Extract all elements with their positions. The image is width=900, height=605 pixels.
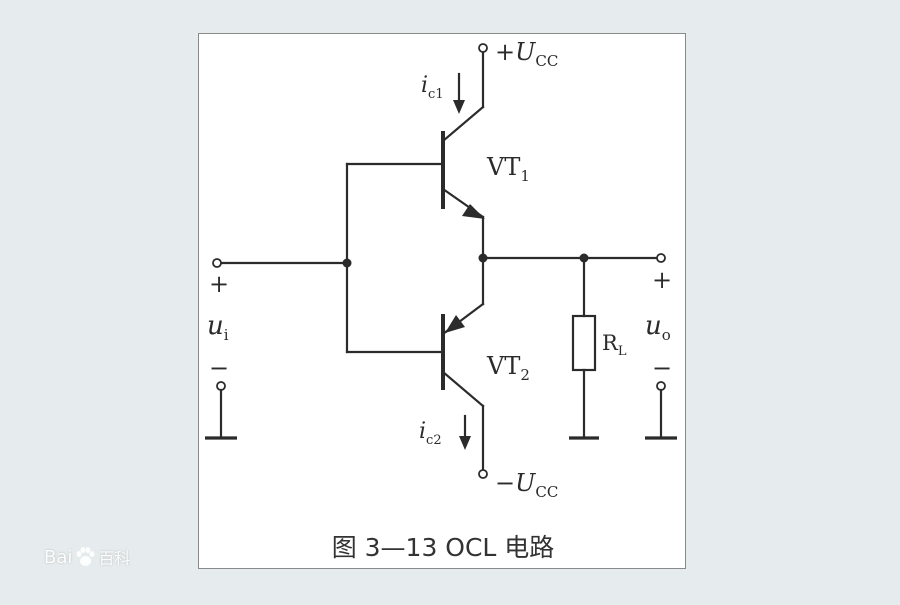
ic1-label: ic1 bbox=[421, 73, 444, 102]
ic2-arrow-head bbox=[459, 436, 471, 450]
vt2-emitter-arrow bbox=[445, 315, 465, 333]
load-resistor bbox=[571, 314, 597, 372]
vt1-emitter-arrow bbox=[462, 204, 485, 219]
output-plus-label: + bbox=[652, 266, 672, 294]
watermark-logo-text: 百科 bbox=[98, 549, 131, 568]
supply-negative-terminal bbox=[478, 469, 488, 479]
load-resistor-label: RL bbox=[602, 331, 627, 359]
output-bottom-terminal bbox=[656, 381, 666, 391]
input-minus-label: − bbox=[209, 354, 229, 382]
output-minus-label: − bbox=[652, 354, 672, 382]
ic2-label: ic2 bbox=[419, 419, 442, 448]
input-bottom-terminal bbox=[216, 381, 226, 391]
input-plus-label: + bbox=[209, 270, 229, 298]
vt1-label: VT1 bbox=[486, 153, 530, 185]
ic1-arrow-head bbox=[453, 100, 465, 114]
vt2-label: VT2 bbox=[486, 352, 530, 384]
input-voltage-label: ui bbox=[207, 311, 229, 344]
input-junction-dot bbox=[342, 258, 352, 268]
ocl-circuit-diagram: +UCC −UCC ic1 ic2 VT1 VT2 RL + ui − + uo… bbox=[205, 38, 677, 562]
paw-logo-icon bbox=[76, 547, 95, 566]
vt1-collector-lead bbox=[441, 105, 485, 143]
vt2-collector-lead bbox=[441, 370, 485, 408]
output-voltage-label: uo bbox=[645, 311, 671, 344]
supply-negative-label: −UCC bbox=[495, 469, 558, 501]
baidu-watermark: Bai 百科 bbox=[44, 545, 130, 569]
watermark-text: Bai bbox=[44, 546, 73, 568]
supply-positive-label: +UCC bbox=[495, 38, 558, 70]
supply-positive-terminal bbox=[478, 43, 488, 53]
figure-caption: 图 3—13 OCL 电路 bbox=[332, 533, 555, 562]
output-top-terminal bbox=[656, 253, 666, 263]
circuit-figure: +UCC −UCC ic1 ic2 VT1 VT2 RL + ui − + uo… bbox=[198, 33, 686, 569]
input-top-terminal bbox=[212, 258, 222, 268]
